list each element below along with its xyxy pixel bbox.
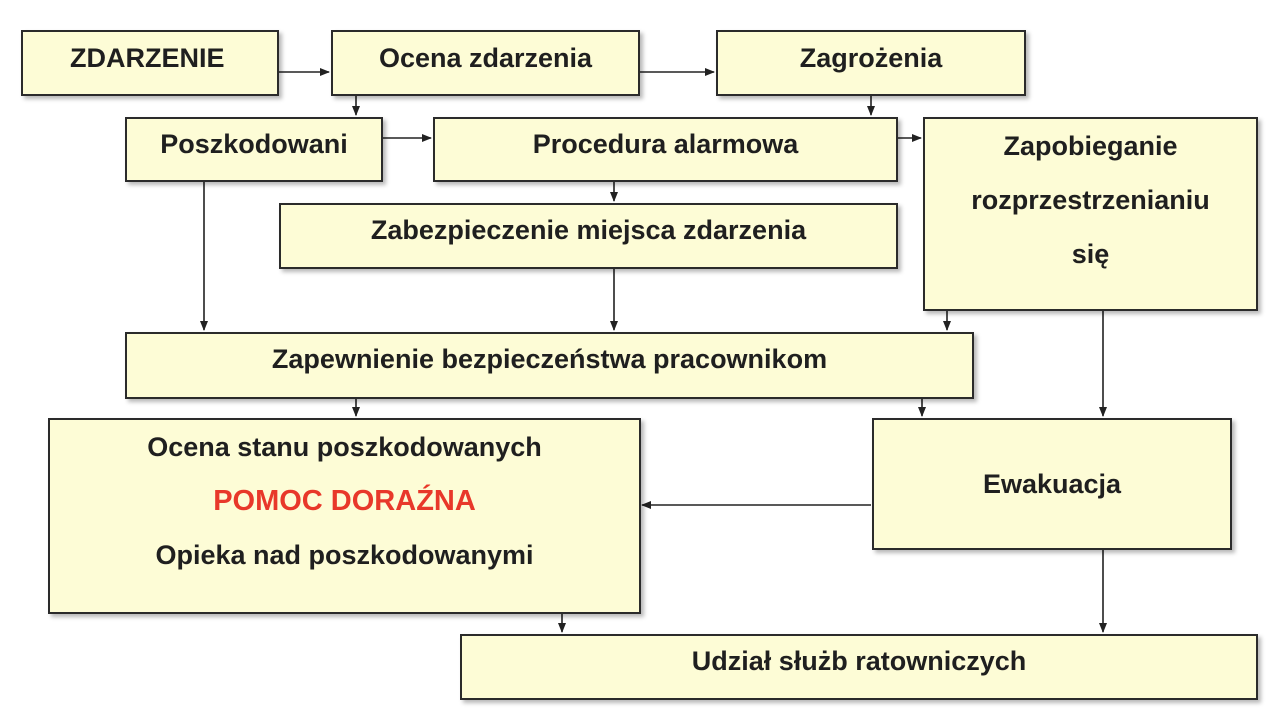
label-zdarzenie: ZDARZENIE: [70, 43, 225, 73]
box-ewakuacja: Ewakuacja: [872, 418, 1232, 550]
box-udzial-sluzb: Udział służb ratowniczych: [460, 634, 1258, 700]
label-zapobieganie-line2: rozprzestrzenianiu: [971, 185, 1210, 215]
box-zapobieganie: Zapobieganie rozprzestrzenianiu się: [923, 117, 1258, 311]
label-ocena-zdarzenia: Ocena zdarzenia: [378, 43, 593, 73]
box-poszkodowani: Poszkodowani: [125, 117, 383, 182]
box-zdarzenie: ZDARZENIE: [21, 30, 279, 96]
box-zabezpieczenie: Zabezpieczenie miejsca zdarzenia: [279, 203, 898, 269]
label-procedura-alarmowa: Procedura alarmowa: [532, 129, 799, 159]
label-zagrozenia: Zagrożenia: [799, 43, 943, 73]
box-zagrozenia: Zagrożenia: [716, 30, 1026, 96]
label-pomoc-dorazna: POMOC DORAŹNA: [213, 485, 476, 517]
label-zapobieganie-line1: Zapobieganie: [1003, 131, 1178, 161]
label-zabezpieczenie: Zabezpieczenie miejsca zdarzenia: [370, 215, 807, 245]
label-poszkodowani: Poszkodowani: [160, 129, 348, 159]
box-procedura-alarmowa: Procedura alarmowa: [433, 117, 898, 182]
box-zapewnienie: Zapewnienie bezpieczeństwa pracownikom: [125, 332, 974, 399]
label-zapewnienie: Zapewnienie bezpieczeństwa pracownikom: [271, 344, 828, 374]
label-opieka: Opieka nad poszkodowanymi: [155, 540, 534, 570]
box-pomoc-dorazna: Ocena stanu poszkodowanych POMOC DORAŹNA…: [48, 418, 641, 614]
label-ocena-stanu: Ocena stanu poszkodowanych: [147, 432, 542, 462]
label-udzial-sluzb: Udział służb ratowniczych: [691, 646, 1027, 676]
box-ocena-zdarzenia: Ocena zdarzenia: [331, 30, 640, 96]
label-ewakuacja: Ewakuacja: [982, 468, 1122, 499]
label-zapobieganie-line3: się: [1071, 239, 1110, 269]
